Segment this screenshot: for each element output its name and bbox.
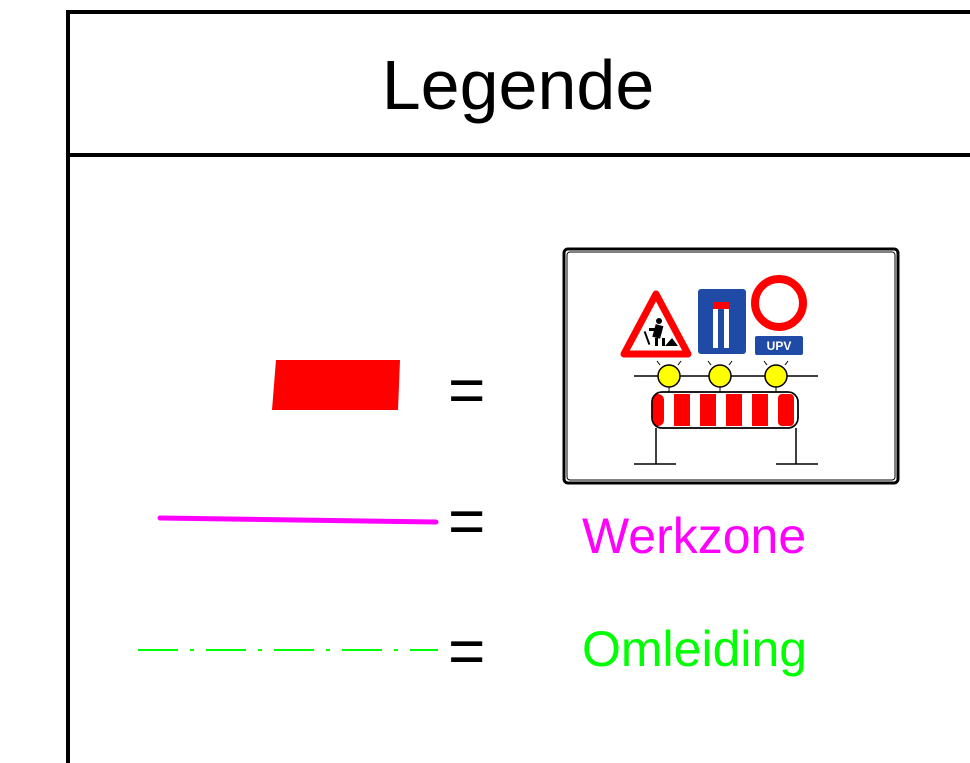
werkzone-label: Werkzone bbox=[582, 508, 807, 564]
werkzone-line-symbol bbox=[157, 515, 439, 525]
red-area-symbol bbox=[272, 360, 400, 410]
equals-sign: = bbox=[448, 615, 486, 687]
equals-sign: = bbox=[448, 354, 486, 426]
upv-plate-text: UPV bbox=[767, 339, 792, 353]
equals-sign: = bbox=[448, 485, 486, 557]
legend-frame bbox=[66, 10, 970, 763]
roadworks-sign-icon bbox=[562, 247, 900, 485]
legend-title: Legende bbox=[381, 46, 655, 124]
omleiding-label: Omleiding bbox=[582, 621, 808, 677]
title-divider bbox=[66, 153, 970, 157]
